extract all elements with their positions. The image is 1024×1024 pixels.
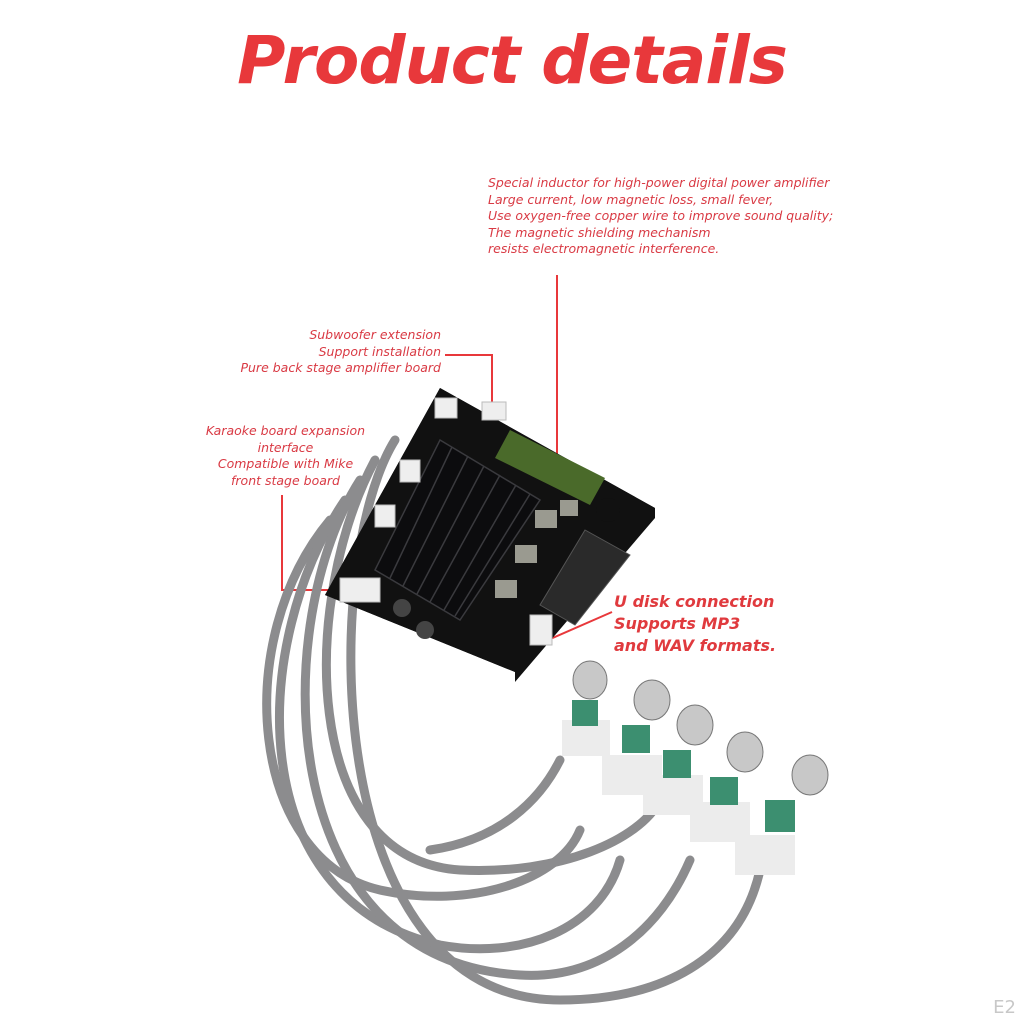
page-title: Product details	[237, 22, 788, 99]
callout-line: U disk connection	[614, 592, 775, 611]
callout-line: Karaoke board expansion	[205, 423, 366, 438]
subwoofer-callout: Subwoofer extension Support installation…	[240, 327, 441, 377]
heatsink	[374, 438, 542, 622]
connectors	[339, 397, 553, 646]
callout-line: Large current, low magnetic loss, small …	[488, 191, 774, 207]
callout-line: Compatible with Mike	[217, 456, 354, 471]
callout-line: front stage board	[231, 472, 340, 488]
callout-line: Support installation	[318, 343, 441, 359]
callout-line: Use oxygen-free copper wire to improve s…	[488, 208, 834, 223]
callout-line: Pure back stage amplifier board	[240, 360, 441, 375]
callout-line: interface	[257, 439, 314, 455]
chokes	[495, 500, 578, 598]
callout-line: The magnetic shielding mechanism	[488, 224, 711, 240]
watermark: E2	[993, 997, 1016, 1018]
callout-line: and WAV formats.	[614, 636, 777, 655]
callout-line: Special inductor for high-power digital …	[488, 175, 830, 190]
callout-line: Supports MP3	[614, 614, 741, 633]
potentiometer-knobs	[562, 660, 829, 875]
udisk-callout: U disk connection Supports MP3 and WAV f…	[614, 591, 776, 657]
karaoke-callout: Karaoke board expansion interface Compat…	[198, 423, 373, 489]
callout-line: Subwoofer extension	[309, 327, 441, 342]
terminal-block	[539, 529, 631, 626]
inductor-callout: Special inductor for high-power digital …	[488, 175, 833, 258]
callout-line: resists electromagnetic interference.	[488, 241, 720, 256]
